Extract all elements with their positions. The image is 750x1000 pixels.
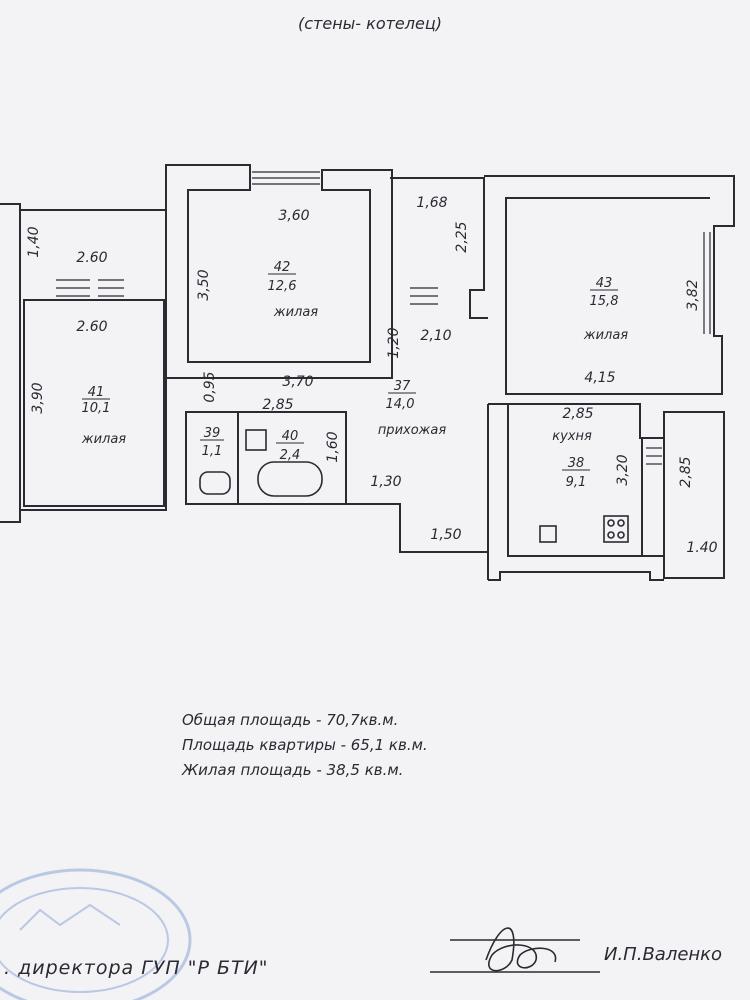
- kitchen-wall: [488, 403, 725, 579]
- dim-2-60-bottom: 2.60: [76, 319, 107, 335]
- room-41-number: 41: [88, 385, 105, 400]
- toilet-icon: [199, 471, 231, 495]
- apartment-area: Площадь квартиры - 65,1 кв.м.: [182, 736, 428, 754]
- dim-1-68: 1,68: [416, 195, 447, 211]
- director-title: . директора ГУП "Р БТИ": [4, 957, 269, 979]
- bathtub-icon: [257, 461, 323, 497]
- dim-3-70: 3,70: [282, 374, 313, 390]
- dim-3-82: 3,82: [685, 279, 701, 310]
- room-42-area: 12,6: [268, 279, 297, 294]
- signature-mark: [430, 927, 600, 973]
- room-37-number: 37: [394, 379, 411, 394]
- dim-1-60: 1,60: [325, 431, 341, 462]
- dim-1-40: 1,40: [26, 226, 42, 257]
- sink-icon: [245, 429, 267, 451]
- hall-bottom-wall: [345, 503, 489, 580]
- room-37-type: прихожая: [378, 423, 447, 438]
- kitchen-sink-icon: [539, 525, 557, 543]
- room-40-area: 2,4: [280, 448, 301, 463]
- dim-3-90: 3,90: [30, 382, 46, 413]
- room-43-type: жилая: [583, 328, 628, 343]
- room-43-area: 15,8: [590, 294, 619, 309]
- wall-material-note: (стены- котелец): [298, 14, 442, 33]
- dim-1-20: 1,20: [386, 327, 402, 358]
- dim-2-10: 2,10: [420, 328, 451, 344]
- room-41-area: 10,1: [82, 401, 111, 416]
- area-summary: Общая площадь - 70,7кв.м. Площадь кварти…: [182, 708, 428, 783]
- dim-4-15: 4,15: [584, 370, 615, 386]
- dim-3-20: 3,20: [615, 454, 631, 485]
- room-42-wall: [165, 164, 393, 379]
- room-39-area: 1,1: [202, 444, 223, 459]
- stove-icon: [603, 515, 629, 543]
- signer-name: И.П.Валенко: [604, 944, 723, 965]
- room-42-number: 42: [274, 260, 291, 275]
- dim-2-60-top: 2.60: [76, 250, 107, 266]
- left-outer-wall: [0, 203, 21, 523]
- room-41-inner: [23, 299, 165, 507]
- room-40-number: 40: [282, 429, 299, 444]
- dim-2-85-bath: 2,85: [262, 397, 293, 413]
- dim-2-25: 2,25: [454, 221, 470, 252]
- living-area: Жилая площадь - 38,5 кв.м.: [182, 761, 404, 779]
- room-41-type: жилая: [81, 432, 126, 447]
- dim-3-50: 3,50: [196, 269, 212, 300]
- room-43-number: 43: [596, 276, 613, 291]
- stamp-seal-icon: [0, 868, 192, 1000]
- room-37-area: 14,0: [386, 397, 415, 412]
- dim-2-85-kitchen: 2,85: [562, 406, 593, 422]
- room-39-number: 39: [204, 426, 221, 441]
- window-marks: [56, 171, 711, 465]
- dim-3-60: 3,60: [278, 208, 309, 224]
- room-38-area: 9,1: [566, 475, 587, 490]
- bath-block-wall: [185, 411, 347, 505]
- room-42-type: жилая: [273, 305, 318, 320]
- dim-1-30: 1,30: [370, 474, 401, 490]
- room-38-number: 38: [568, 456, 585, 471]
- dim-1-40-right: 1.40: [686, 540, 717, 556]
- dim-2-85-side: 2,85: [678, 456, 694, 487]
- dim-0-95: 0,95: [202, 371, 218, 402]
- corridor-wall: [390, 177, 488, 319]
- total-area: Общая площадь - 70,7кв.м.: [182, 711, 399, 729]
- dim-1-50: 1,50: [430, 527, 461, 543]
- room-38-type: кухня: [552, 429, 592, 444]
